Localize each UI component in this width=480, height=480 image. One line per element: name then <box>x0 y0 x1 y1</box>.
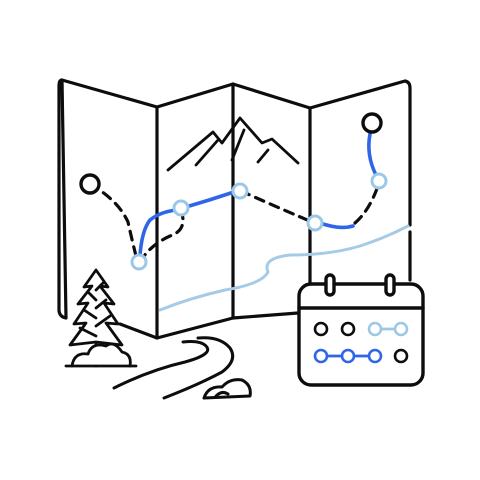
path-left-edge <box>112 340 210 390</box>
path-icon <box>112 336 235 400</box>
trail-blue-2 <box>184 190 236 209</box>
trail-blue-3 <box>318 221 355 230</box>
rock-large <box>202 378 252 400</box>
mountain-shade-1 <box>194 138 220 167</box>
path-right-edge <box>162 336 235 400</box>
calendar-day-5 <box>313 348 329 364</box>
trail-dash-1 <box>88 182 138 258</box>
rocks-icon <box>202 378 252 400</box>
bush-icon <box>64 342 138 368</box>
calendar-rings <box>324 273 396 297</box>
mountain-shade-3 <box>256 148 270 164</box>
waypoint-2 <box>172 199 190 217</box>
trail-start-point <box>79 173 101 195</box>
calendar-day-3 <box>367 321 383 337</box>
calendar-day-6 <box>340 348 356 364</box>
waypoint-4 <box>306 214 324 232</box>
calendar-day-1 <box>313 321 329 337</box>
river-line <box>158 224 410 312</box>
calendar-day-7 <box>367 348 383 364</box>
calendar-day-8 <box>393 348 409 364</box>
calendar-day-2 <box>340 321 356 337</box>
trail-blue-4 <box>367 132 378 177</box>
trail-dash-3 <box>239 189 314 224</box>
trail-dash-2 <box>138 208 185 264</box>
mountain-shade-2 <box>230 128 246 162</box>
mountain-ridge <box>166 116 300 172</box>
trail-blue-1 <box>138 208 178 257</box>
calendar-ring-left <box>324 273 336 297</box>
calendar-icon <box>297 273 425 387</box>
rock-crease <box>214 390 230 398</box>
river-icon <box>158 224 410 312</box>
trail-dash-4 <box>353 181 381 225</box>
calendar-ring-right <box>384 273 396 297</box>
trail-route-icon <box>79 112 388 271</box>
pine-branches <box>78 281 112 338</box>
mountain-icon <box>166 116 300 172</box>
calendar-day-4 <box>393 321 409 337</box>
bush-outline <box>70 342 132 368</box>
map-outline <box>57 78 412 340</box>
waypoint-1 <box>130 253 148 271</box>
trail-end-point <box>361 112 383 134</box>
waypoint-3 <box>231 182 249 200</box>
waypoint-5 <box>370 172 388 190</box>
